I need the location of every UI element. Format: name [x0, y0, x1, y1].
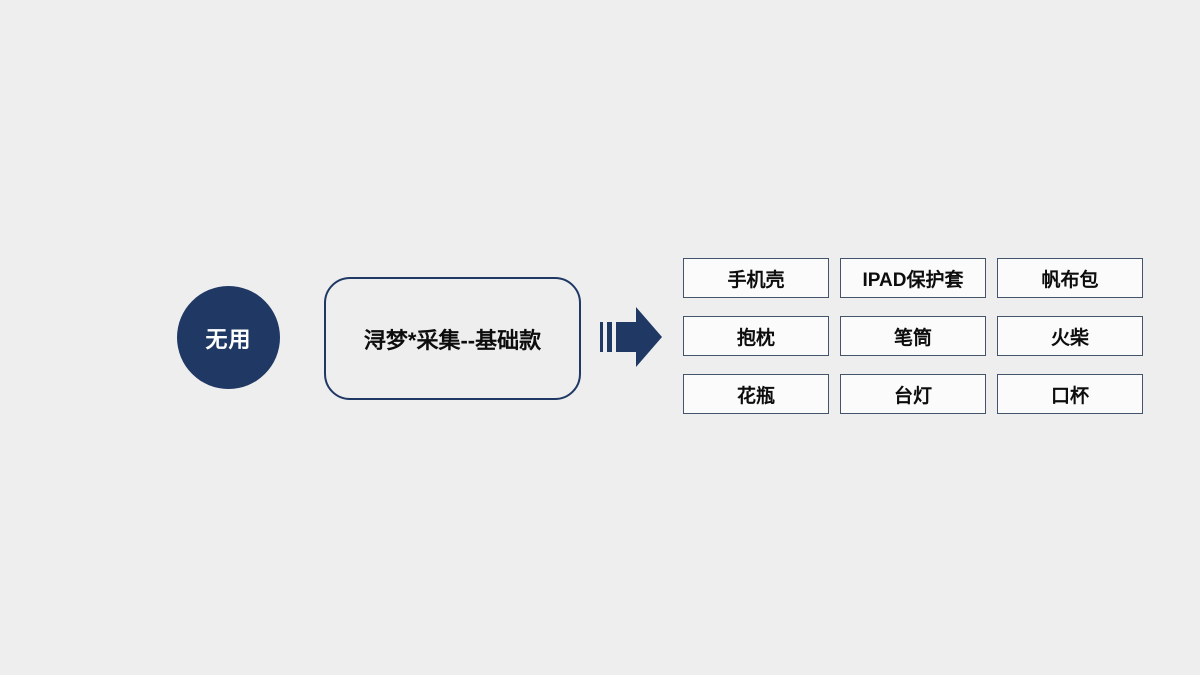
- product-grid: 手机壳 IPAD保护套 帆布包 抱枕 笔筒 火柴 花瓶 台灯 口杯: [683, 258, 1143, 414]
- product-cell: 火柴: [997, 316, 1143, 356]
- product-cell-label: 帆布包: [1041, 269, 1099, 291]
- product-cell-label: 手机壳: [727, 269, 785, 291]
- category-rounded-box: 浔梦*采集--基础款: [324, 277, 581, 400]
- product-cell: 抱枕: [683, 316, 829, 356]
- product-cell: 口杯: [997, 374, 1143, 414]
- product-cell: 台灯: [840, 374, 986, 414]
- product-cell-label: 抱枕: [736, 327, 775, 349]
- source-circle-label: 无用: [205, 326, 252, 352]
- product-cell-label: 口杯: [1050, 385, 1089, 407]
- product-cell: 花瓶: [683, 374, 829, 414]
- product-cell: IPAD保护套: [840, 258, 986, 298]
- category-box-label: 浔梦*采集--基础款: [363, 327, 542, 353]
- product-cell-label: 火柴: [1050, 327, 1089, 349]
- striped-right-arrow-icon: [600, 307, 663, 368]
- product-cell-label: 台灯: [893, 385, 932, 407]
- product-cell: 帆布包: [997, 258, 1143, 298]
- product-cell-label: IPAD保护套: [862, 269, 964, 291]
- product-cell: 笔筒: [840, 316, 986, 356]
- source-circle-node: 无用: [177, 286, 280, 389]
- product-cell-label: 花瓶: [736, 385, 775, 407]
- product-cell: 手机壳: [683, 258, 829, 298]
- product-cell-label: 笔筒: [893, 327, 932, 349]
